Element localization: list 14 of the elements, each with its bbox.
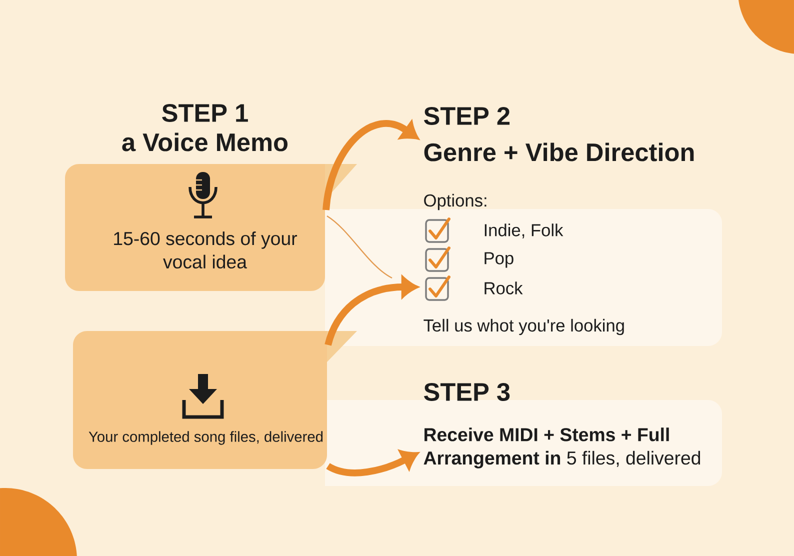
option-text: Pop — [484, 252, 514, 268]
step-title: Receive MIDI + Stems + Full Arrangement in 5 files, delivered — [424, 428, 700, 468]
step-number: STEP 2 — [424, 107, 510, 125]
option-text: Rock — [484, 282, 523, 294]
options-label: Options: — [424, 194, 486, 210]
step-number: STEP 1 — [162, 104, 248, 122]
curved-arrow — [326, 450, 418, 476]
note-text: Tell us whot you're looking — [424, 318, 624, 336]
option-text: Indie, Folk — [484, 224, 564, 238]
step-title: a Voice Memo — [122, 132, 288, 152]
step-number: STEP 3 — [424, 383, 510, 401]
step-title: Genre + Vibe Direction — [424, 142, 694, 162]
curved-arrow — [322, 120, 418, 210]
curved-arrow — [324, 276, 418, 346]
